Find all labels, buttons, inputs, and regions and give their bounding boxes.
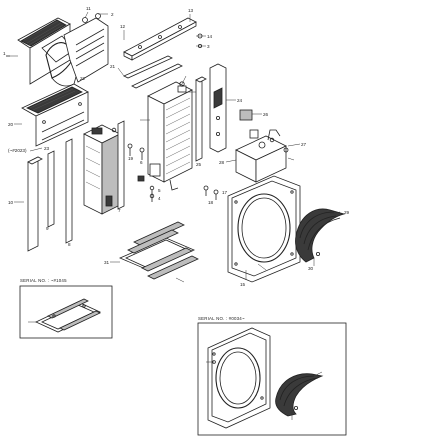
- right-bracket: [209, 63, 236, 153]
- label-22: 22: [80, 76, 86, 81]
- inset-b-frame: [197, 322, 347, 436]
- cap-part: [239, 109, 253, 121]
- top-bracket: [123, 14, 206, 61]
- side-screen-panel: [14, 83, 89, 147]
- label-21: 21: [110, 64, 116, 69]
- label-2: 2: [111, 12, 114, 17]
- label-25: 25: [196, 162, 202, 167]
- coolant-reservoir: [225, 129, 301, 183]
- label-24: 24: [237, 98, 243, 103]
- serial-b-caption: SERIAL NO. : #0034~: [198, 316, 245, 321]
- label-4: 4: [158, 196, 161, 201]
- label-7: 7: [118, 208, 121, 213]
- label-8: 8: [68, 242, 71, 247]
- cooler-unit: [83, 124, 121, 215]
- serial-a-caption: SERIAL NO. : ~#1045: [20, 278, 67, 283]
- fan-guard: [295, 208, 346, 266]
- label-29: 29: [344, 210, 350, 215]
- top-screen-assembly: [6, 11, 109, 87]
- side-note: (~#2023): [8, 148, 27, 153]
- label-9: 9: [46, 226, 49, 231]
- label-14: 14: [207, 34, 213, 39]
- label-28: 28: [219, 160, 225, 165]
- inset-a-frame-part: [28, 298, 101, 333]
- label-17: 17: [222, 190, 228, 195]
- label-13: 13: [188, 8, 194, 13]
- label-19: 19: [128, 156, 134, 161]
- label-23: 23: [44, 146, 50, 151]
- label-1: 1: [3, 51, 6, 56]
- label-3: 3: [207, 44, 210, 49]
- inset-b-shroud: [206, 327, 271, 429]
- inset-a-frame: [19, 285, 113, 339]
- label-10: 10: [8, 200, 14, 205]
- label-31: 31: [104, 260, 110, 265]
- label-12: 12: [120, 24, 126, 29]
- label-27: 27: [301, 142, 307, 147]
- label-5: 5: [158, 188, 161, 193]
- fan-shroud: [227, 175, 301, 283]
- label-20: 20: [8, 122, 14, 127]
- label-11: 11: [86, 6, 91, 11]
- label-30: 30: [308, 266, 314, 271]
- label-18: 18: [208, 200, 214, 205]
- inset-b-fan-guard: [275, 371, 324, 420]
- mounting-frame: [110, 221, 199, 283]
- label-15: 15: [240, 282, 246, 287]
- label-6: 6: [140, 160, 143, 165]
- radiator-core: [140, 75, 196, 191]
- label-26: 26: [263, 112, 269, 117]
